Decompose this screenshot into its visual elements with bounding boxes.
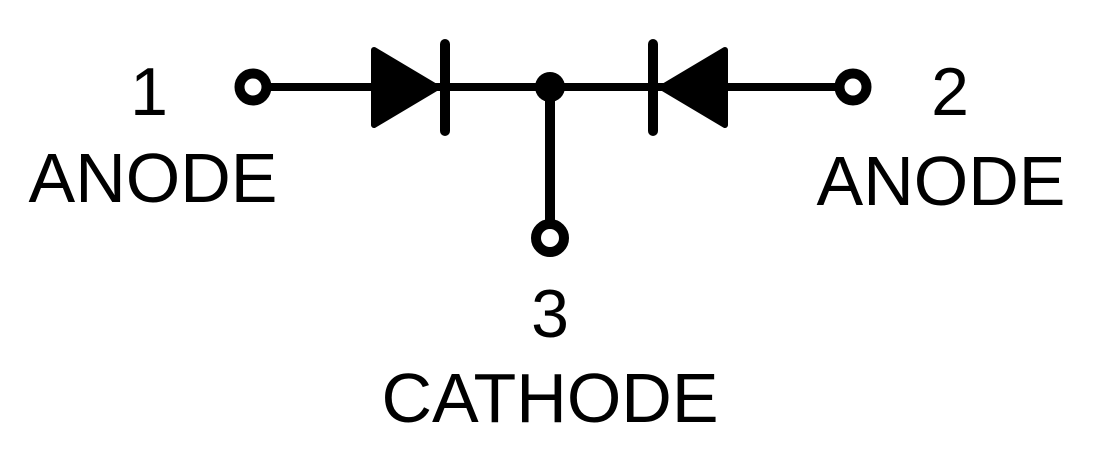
diode-left-triangle-icon <box>371 47 440 128</box>
pin1-label: ANODE <box>28 139 278 217</box>
pin3-label: CATHODE <box>381 359 719 437</box>
pin2-label: ANODE <box>816 142 1066 220</box>
diode-right-triangle-icon <box>659 47 728 128</box>
pin1-number: 1 <box>130 54 168 130</box>
terminal-circle-pin3 <box>531 219 569 257</box>
terminal-circle-pin1 <box>234 68 272 106</box>
pin3-number: 3 <box>531 276 569 352</box>
junction-dot <box>535 72 565 102</box>
pin2-number: 2 <box>931 54 969 130</box>
terminal-circle-pin2 <box>834 68 872 106</box>
